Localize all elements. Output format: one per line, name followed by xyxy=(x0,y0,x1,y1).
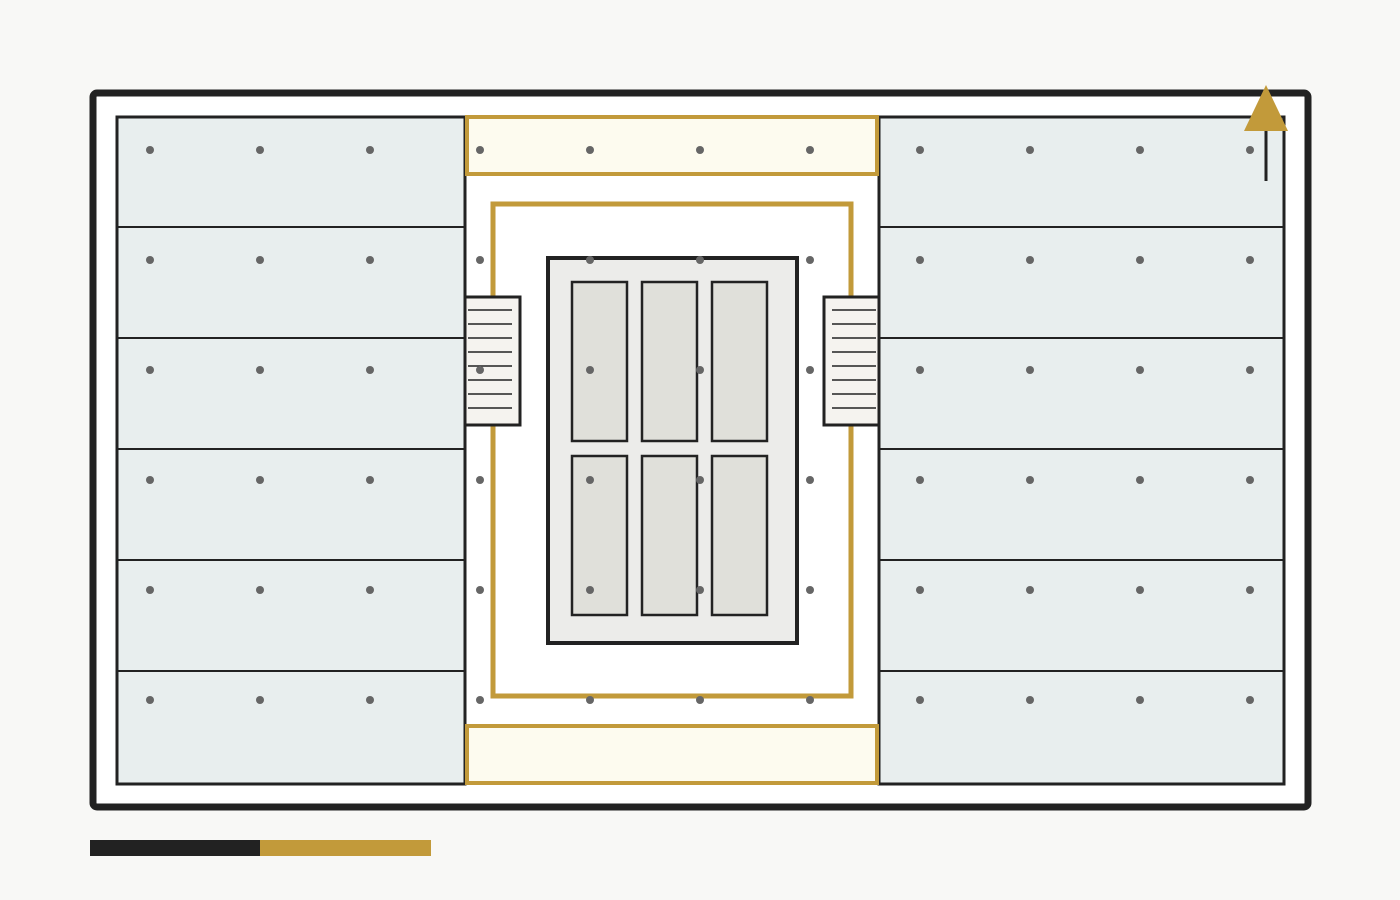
column-dot xyxy=(806,366,814,374)
column-dot xyxy=(366,366,374,374)
core-room xyxy=(710,280,769,443)
column-dot xyxy=(366,256,374,264)
column-dot xyxy=(1026,146,1034,154)
west-wing-outline xyxy=(115,115,467,786)
column-dot xyxy=(1026,366,1034,374)
column-dot xyxy=(476,586,484,594)
north-lobby-band xyxy=(465,115,879,176)
column-dot xyxy=(916,256,924,264)
east-stair-outline xyxy=(822,295,881,427)
east-stair-treads xyxy=(832,309,876,409)
column-dot xyxy=(586,256,594,264)
service-core xyxy=(546,256,799,645)
column-dot xyxy=(1246,366,1254,374)
column-dot xyxy=(1136,696,1144,704)
north-arrow-icon xyxy=(1244,85,1288,181)
column-dot xyxy=(1136,146,1144,154)
column-grid xyxy=(146,146,1254,704)
column-dot xyxy=(696,366,704,374)
column-dot xyxy=(1026,256,1034,264)
column-dot xyxy=(476,146,484,154)
column-dot xyxy=(586,586,594,594)
column-dot xyxy=(256,146,264,154)
column-dot xyxy=(1246,256,1254,264)
column-dot xyxy=(1136,256,1144,264)
column-dot xyxy=(476,696,484,704)
column-dot xyxy=(1246,586,1254,594)
column-dot xyxy=(1136,586,1144,594)
column-dot xyxy=(1136,366,1144,374)
west-stair xyxy=(463,295,522,427)
column-dot xyxy=(476,476,484,484)
column-dot xyxy=(696,476,704,484)
column-dot xyxy=(586,366,594,374)
core-room xyxy=(570,454,629,617)
column-dot xyxy=(476,256,484,264)
core-room xyxy=(640,280,699,443)
column-dot xyxy=(696,696,704,704)
column-dot xyxy=(1026,696,1034,704)
column-dot xyxy=(806,696,814,704)
east-wing-outline xyxy=(877,115,1286,786)
column-dot xyxy=(806,476,814,484)
west-stair-treads xyxy=(468,309,512,409)
column-dot xyxy=(1246,476,1254,484)
column-dot xyxy=(696,146,704,154)
column-dot xyxy=(256,256,264,264)
column-dot xyxy=(366,586,374,594)
scale-bar-segment-dark xyxy=(90,840,260,856)
column-dot xyxy=(146,586,154,594)
column-dot xyxy=(586,696,594,704)
west-office-wing xyxy=(115,115,467,786)
column-dot xyxy=(146,146,154,154)
column-dot xyxy=(586,146,594,154)
core-room xyxy=(640,454,699,617)
column-dot xyxy=(146,366,154,374)
column-dot xyxy=(366,696,374,704)
column-dot xyxy=(916,696,924,704)
scale-bar-segment-accent xyxy=(260,840,431,856)
column-dot xyxy=(476,366,484,374)
column-dot xyxy=(1246,696,1254,704)
core-room xyxy=(710,454,769,617)
column-dot xyxy=(256,476,264,484)
column-dot xyxy=(916,366,924,374)
column-dot xyxy=(586,476,594,484)
column-dot xyxy=(146,476,154,484)
core-room xyxy=(570,280,629,443)
west-stair-outline xyxy=(463,295,522,427)
column-dot xyxy=(146,696,154,704)
column-dot xyxy=(916,586,924,594)
column-dot xyxy=(256,366,264,374)
column-dot xyxy=(696,586,704,594)
column-dot xyxy=(256,696,264,704)
column-dot xyxy=(366,476,374,484)
column-dot xyxy=(1136,476,1144,484)
column-dot xyxy=(256,586,264,594)
column-dot xyxy=(806,586,814,594)
east-stair xyxy=(822,295,881,427)
column-dot xyxy=(1246,146,1254,154)
column-dot xyxy=(916,476,924,484)
scale-bar xyxy=(90,840,431,856)
column-dot xyxy=(806,146,814,154)
column-dot xyxy=(366,146,374,154)
column-dot xyxy=(696,256,704,264)
column-dot xyxy=(916,146,924,154)
column-dot xyxy=(1026,476,1034,484)
column-dot xyxy=(806,256,814,264)
column-dot xyxy=(146,256,154,264)
east-office-wing xyxy=(877,115,1286,786)
column-dot xyxy=(1026,586,1034,594)
south-lobby-band xyxy=(465,724,879,785)
